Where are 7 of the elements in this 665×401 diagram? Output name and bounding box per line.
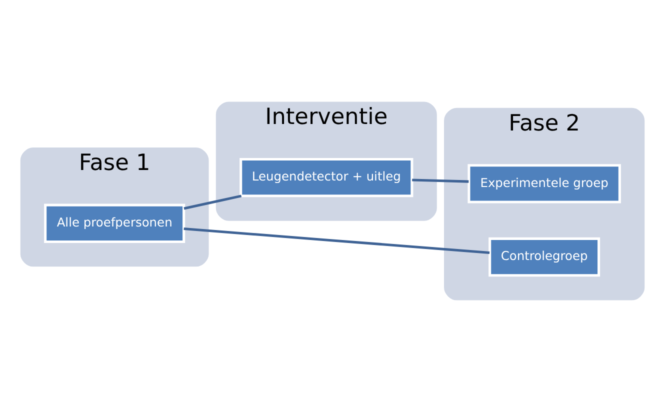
- node-box: Alle proefpersonen: [44, 203, 186, 242]
- node-box: Controlegroep: [488, 236, 600, 276]
- connector: [184, 227, 490, 254]
- connector: [184, 194, 242, 210]
- node-box: Experimentele groep: [468, 164, 621, 203]
- node-box: Leugendetector + uitleg: [240, 157, 414, 197]
- connector: [412, 178, 469, 182]
